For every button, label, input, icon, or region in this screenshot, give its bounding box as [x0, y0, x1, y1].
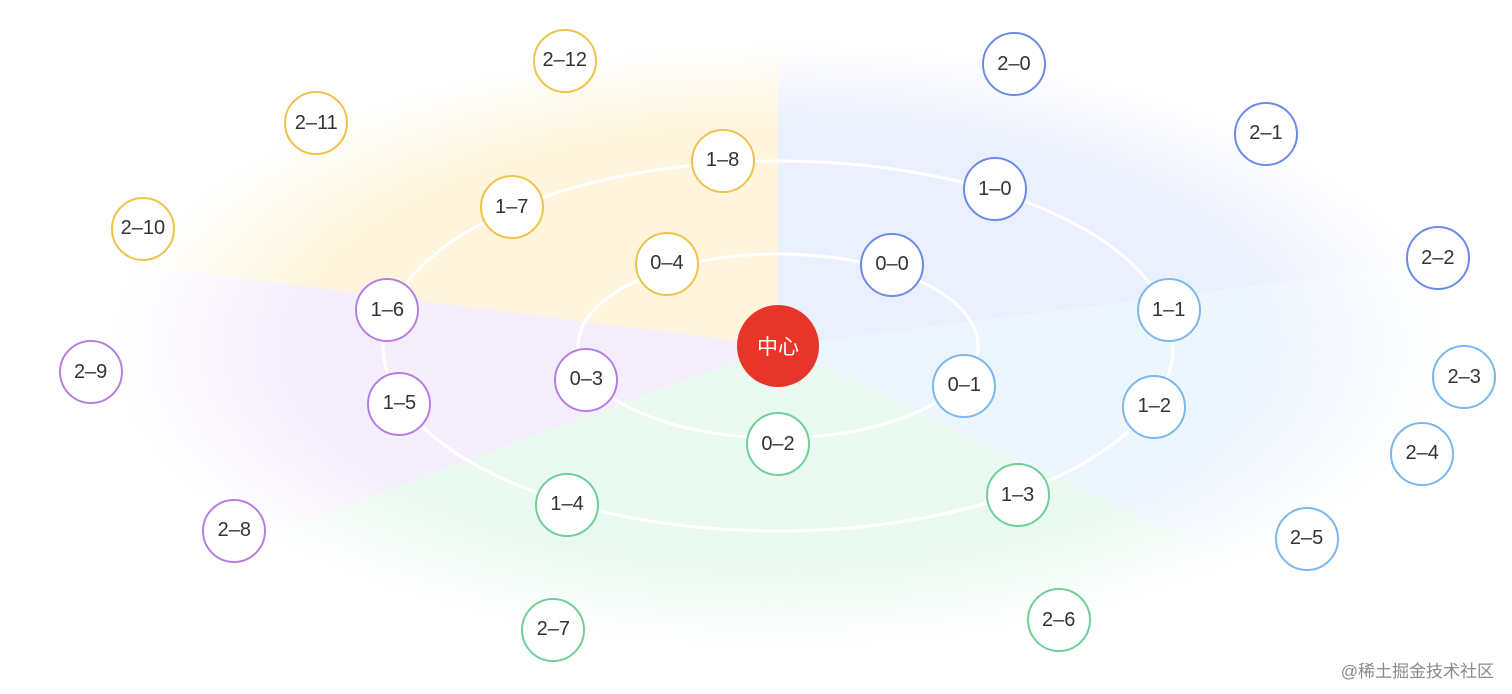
node-1-2[interactable]: 1–2 — [1122, 374, 1187, 439]
node-1-6[interactable]: 1–6 — [355, 278, 420, 343]
node-1-7[interactable]: 1–7 — [479, 175, 544, 240]
node-0-0[interactable]: 0–0 — [860, 232, 925, 297]
node-0-1[interactable]: 0–1 — [932, 353, 997, 418]
node-0-4[interactable]: 0–4 — [634, 231, 699, 296]
node-1-1[interactable]: 1–1 — [1136, 278, 1201, 343]
sector-yellow — [101, 15, 778, 346]
node-0-3[interactable]: 0–3 — [554, 347, 619, 412]
node-2-6[interactable]: 2–6 — [1026, 588, 1091, 653]
node-1-4[interactable]: 1–4 — [535, 472, 600, 537]
node-2-1[interactable]: 2–1 — [1233, 101, 1298, 166]
node-2-3[interactable]: 2–3 — [1432, 345, 1497, 410]
center-node[interactable]: 中心 — [737, 305, 819, 387]
node-1-0[interactable]: 1–0 — [962, 157, 1027, 222]
node-2-7[interactable]: 2–7 — [521, 597, 586, 662]
node-2-9[interactable]: 2–9 — [58, 340, 123, 405]
node-1-3[interactable]: 1–3 — [985, 463, 1050, 528]
node-1-5[interactable]: 1–5 — [367, 371, 432, 436]
node-2-5[interactable]: 2–5 — [1274, 506, 1339, 571]
node-2-0[interactable]: 2–0 — [981, 32, 1046, 97]
sector-blue — [778, 16, 1455, 346]
node-2-8[interactable]: 2–8 — [202, 498, 267, 563]
node-2-11[interactable]: 2–11 — [284, 91, 349, 156]
node-2-10[interactable]: 2–10 — [110, 196, 175, 261]
sector-green — [226, 346, 1273, 676]
node-2-4[interactable]: 2–4 — [1390, 421, 1455, 486]
node-2-2[interactable]: 2–2 — [1405, 226, 1470, 291]
node-2-12[interactable]: 2–12 — [532, 28, 597, 93]
node-0-2[interactable]: 0–2 — [746, 412, 810, 476]
node-1-8[interactable]: 1–8 — [690, 128, 755, 193]
watermark-text: @稀土掘金技术社区 — [1340, 662, 1494, 681]
ring-1-ellipse — [381, 159, 1175, 533]
